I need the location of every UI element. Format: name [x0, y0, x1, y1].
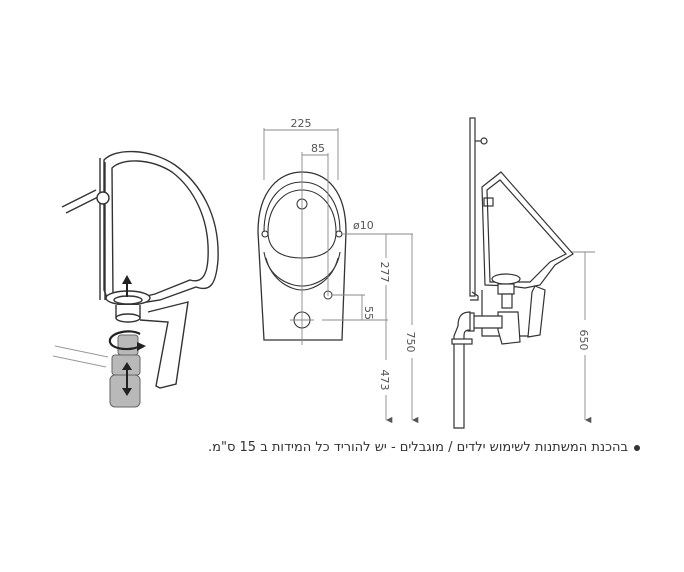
note-text: בהכנת המשתנות לשימוש ילדים / מוגבלים - י…	[208, 440, 628, 455]
installation-note: בהכנת המשתנות לשימוש ילדים / מוגבלים - י…	[208, 440, 640, 455]
dim-473: 473	[378, 370, 391, 391]
dim-width-225: 225	[291, 117, 312, 130]
dim-hole-diameter: ø10	[353, 219, 374, 232]
front-view: 225 85 ø10 277 55 750 473	[257, 117, 419, 424]
dim-offset-85: 85	[311, 142, 325, 155]
fixing-hole-left	[261, 230, 269, 238]
perspective-installation-view	[52, 150, 219, 408]
dim-55: 55	[362, 306, 375, 320]
side-view: 650	[451, 117, 595, 429]
bullet-icon	[634, 444, 640, 451]
dim-750: 750	[404, 332, 417, 353]
dim-277: 277	[378, 262, 391, 283]
dim-650: 650	[577, 330, 590, 351]
rotate-arrow-icon	[108, 330, 141, 351]
